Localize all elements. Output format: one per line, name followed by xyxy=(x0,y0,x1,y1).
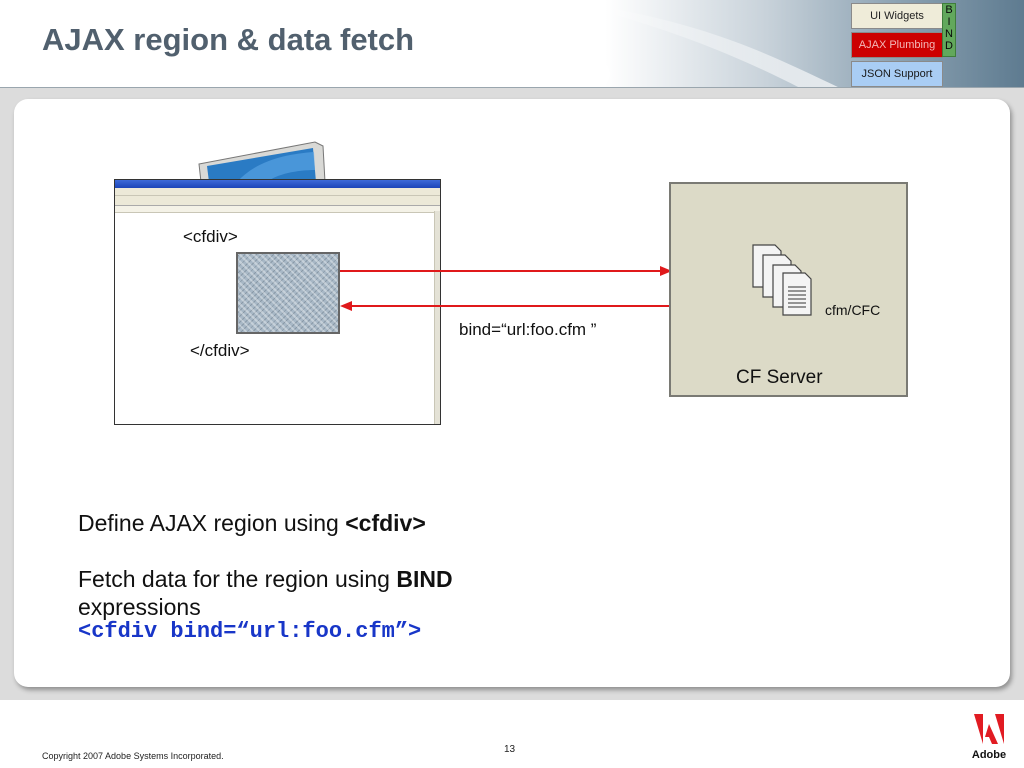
bullet-bold: BIND xyxy=(396,566,453,592)
ajax-region-box xyxy=(236,252,340,334)
request-arrowhead xyxy=(660,266,672,276)
tab-ui-widgets[interactable]: UI Widgets xyxy=(851,3,943,29)
slide-title: AJAX region & data fetch xyxy=(42,22,415,57)
cfdiv-close-label: </cfdiv> xyxy=(190,341,250,360)
copyright-text: Copyright 2007 Adobe Systems Incorporate… xyxy=(42,751,224,761)
bind-letter: N xyxy=(945,28,953,40)
bullet-fetch-data: Fetch data for the region using BIND expr… xyxy=(78,565,558,621)
bullet-text: Define AJAX region using xyxy=(78,510,346,536)
bullet-define-region: Define AJAX region using <cfdiv> xyxy=(78,509,426,537)
browser-address-bar xyxy=(115,196,440,206)
document-stack-icon xyxy=(752,244,812,316)
browser-title-bar xyxy=(115,180,440,188)
adobe-logo: Adobe xyxy=(972,714,1006,761)
cf-server-label: CF Server xyxy=(736,367,823,388)
tab-json-support[interactable]: JSON Support xyxy=(851,61,943,87)
bullet-bold: <cfdiv> xyxy=(345,510,426,536)
bind-letter: D xyxy=(945,40,953,52)
page-number: 13 xyxy=(504,744,516,755)
cfdiv-open-label: <cfdiv> xyxy=(183,227,238,246)
browser-menu-bar xyxy=(115,188,440,196)
response-arrowhead xyxy=(340,301,352,311)
monitor-icon xyxy=(198,141,326,182)
browser-bookmarks-bar xyxy=(115,206,440,213)
nav-tabs: UI Widgets AJAX Plumbing JSON Support xyxy=(851,3,943,90)
browser-scrollbar xyxy=(434,211,440,424)
bind-expression-label: bind=“url:foo.cfm ” xyxy=(459,320,597,339)
code-sample: <cfdiv bind=“url:foo.cfm”> xyxy=(78,619,422,644)
cfm-cfc-label: cfm/CFC xyxy=(825,302,881,318)
adobe-logo-text: Adobe xyxy=(972,749,1006,761)
bind-letter: B xyxy=(945,4,953,16)
bind-label-column: B I N D xyxy=(942,3,956,57)
bind-letter: I xyxy=(947,16,951,28)
request-response-arrows xyxy=(340,266,672,311)
tab-ajax-plumbing[interactable]: AJAX Plumbing xyxy=(851,32,943,58)
bullet-tail: expressions xyxy=(78,594,201,620)
bullet-text: Fetch data for the region using xyxy=(78,566,397,592)
